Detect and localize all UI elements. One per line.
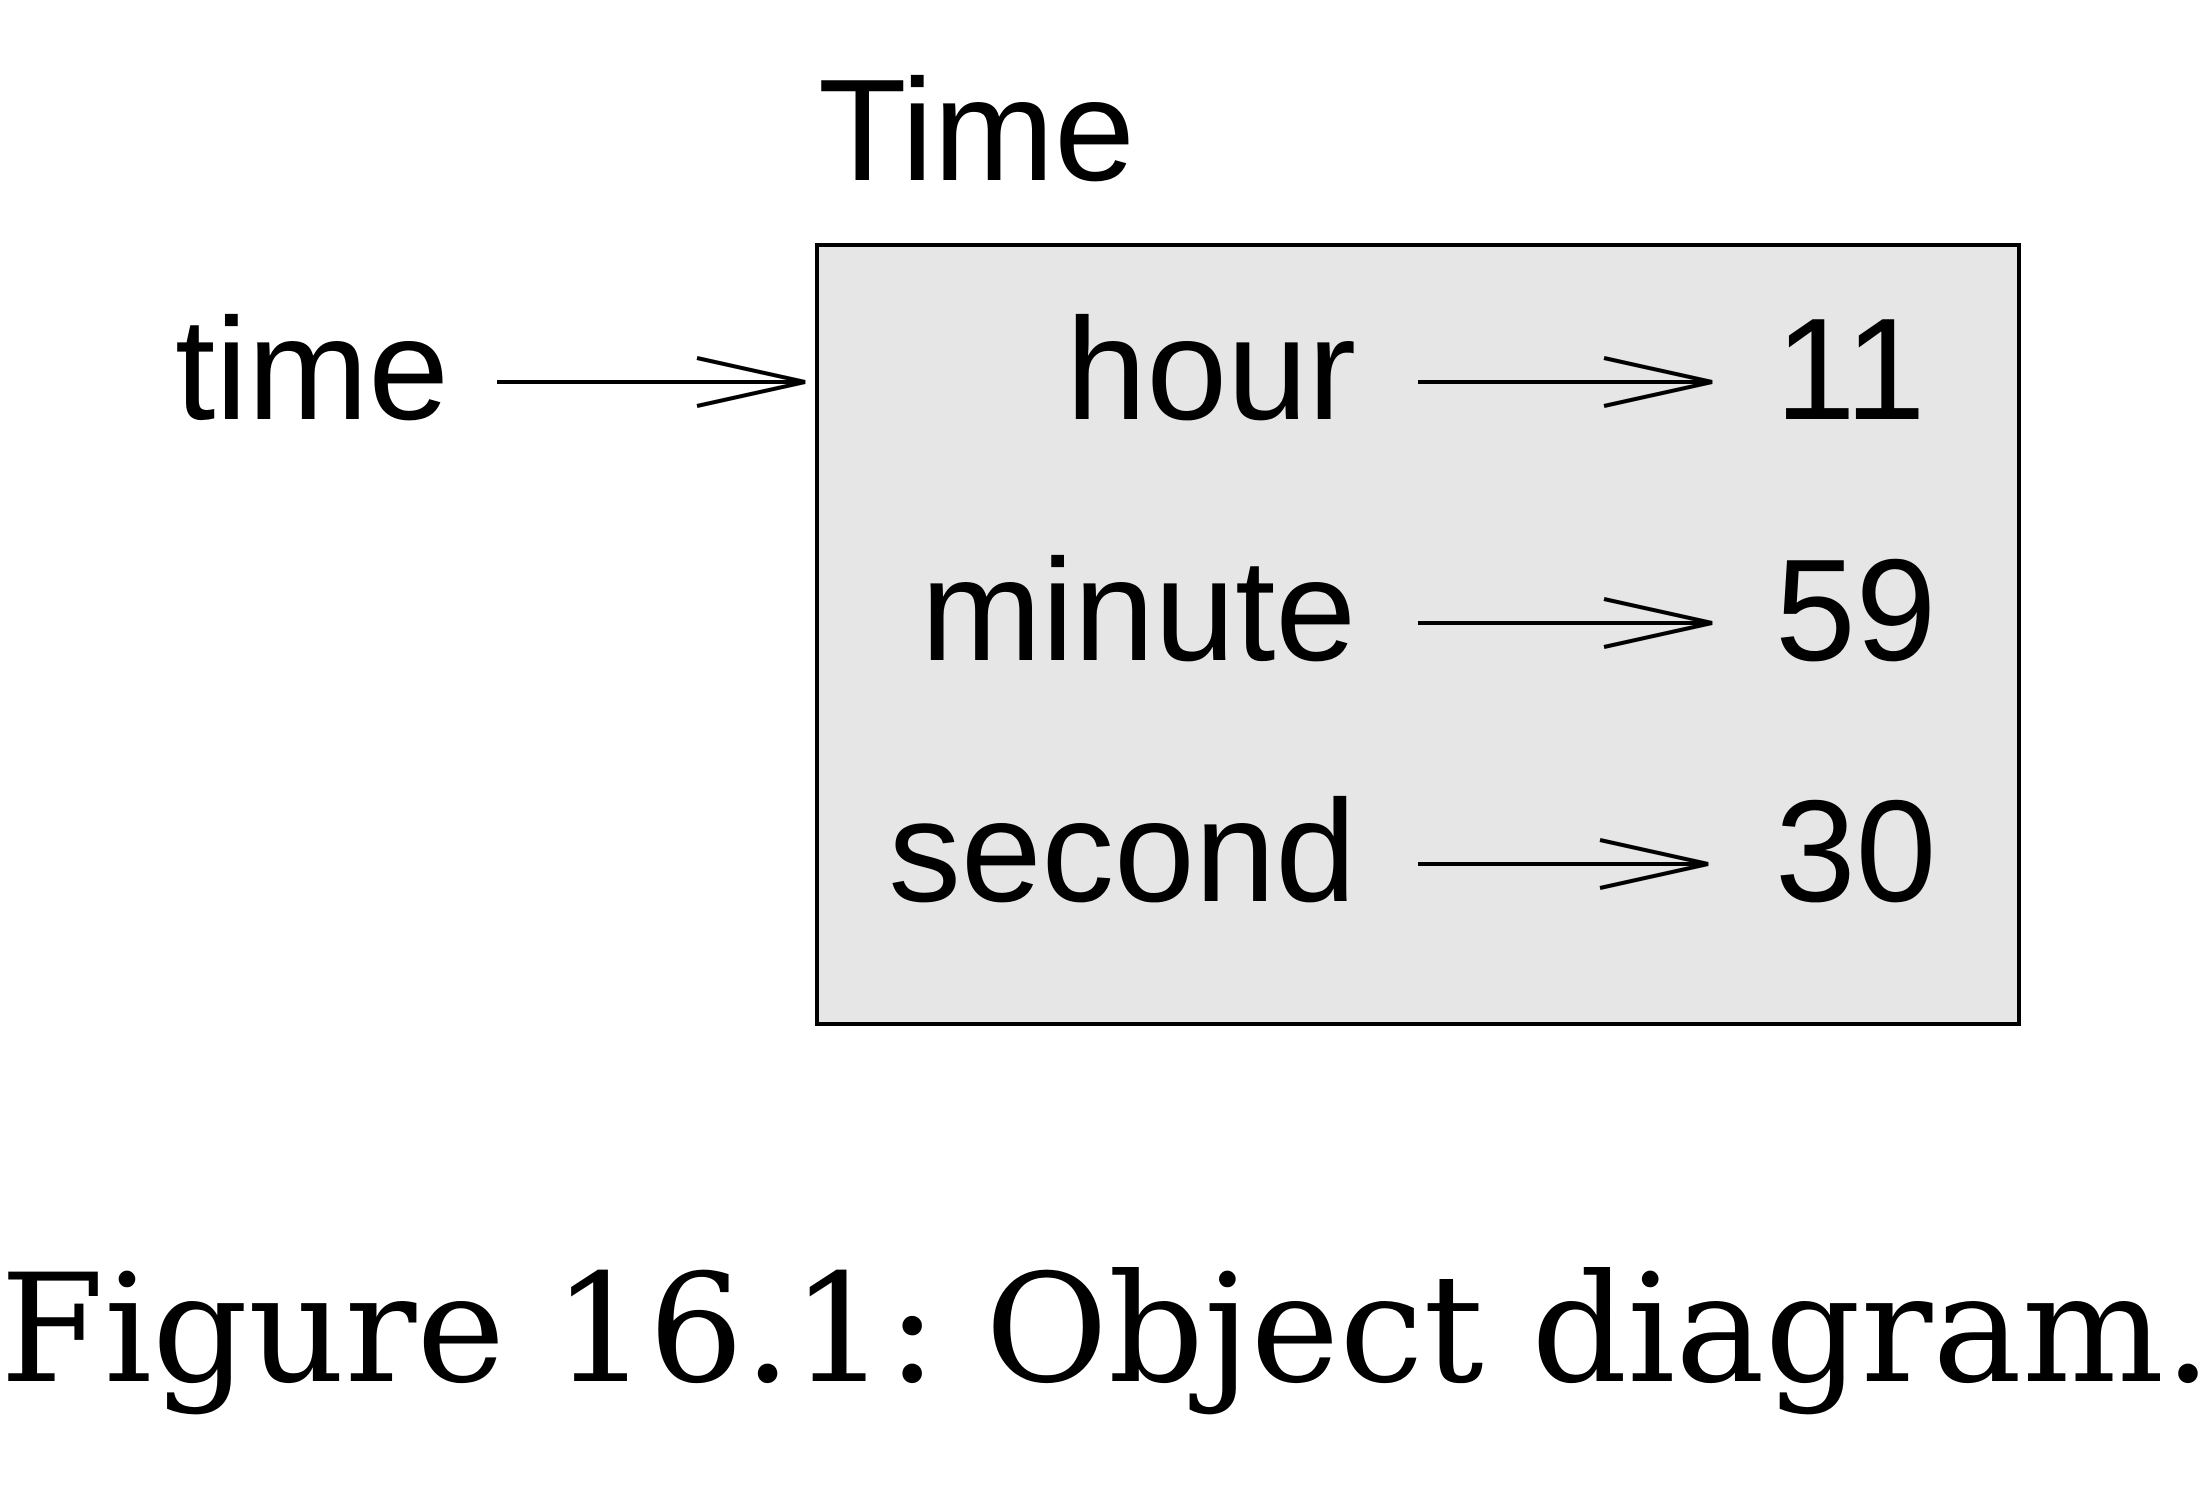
attribute-value-second: 30	[1775, 770, 1937, 932]
type-label: Time	[818, 49, 1135, 211]
attribute-arrow-second	[1418, 838, 1709, 890]
variable-arrow	[497, 356, 806, 408]
attribute-name-second: second	[888, 770, 1356, 932]
attribute-name-minute: minute	[920, 529, 1356, 691]
object-diagram: Time time hour 11 minute 59 second 30	[175, 49, 2021, 1026]
figure-caption: Figure 16.1: Object diagram.	[0, 1243, 2203, 1417]
object-box	[815, 243, 2021, 1026]
attribute-arrow-minute	[1418, 597, 1713, 649]
attribute-value-hour: 11	[1775, 288, 1926, 450]
arrows-layer	[497, 356, 1713, 890]
attribute-name-hour: hour	[1065, 288, 1356, 450]
variable-label: time	[175, 288, 449, 450]
attribute-arrow-hour	[1418, 356, 1713, 408]
attribute-value-minute: 59	[1775, 529, 1937, 691]
